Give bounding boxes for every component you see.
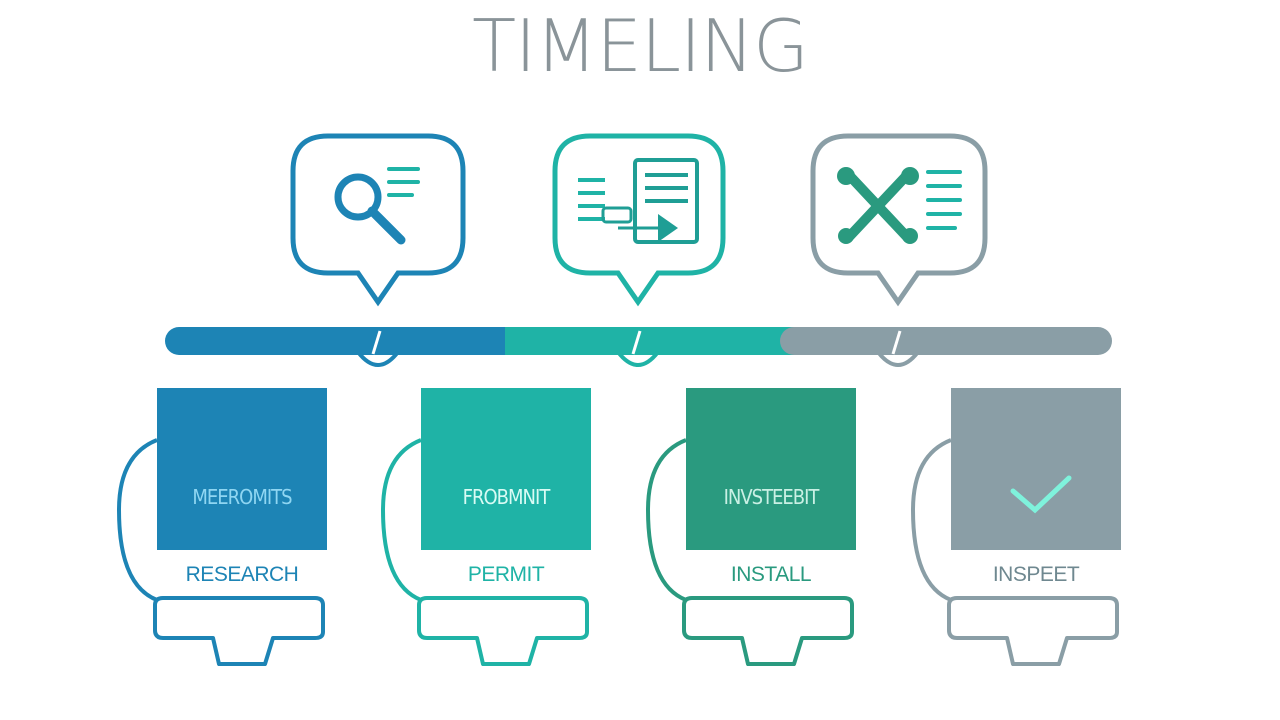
stage-label-install: INSTALL [730,563,812,586]
magnifier-doc-icon [334,167,420,245]
stage-outline-curve [645,438,687,602]
stage-card-text: INVSTEEBIT [723,485,820,509]
stage-card-inspect [910,388,1121,666]
timeline-segment-2 [505,327,795,355]
timeline-nodes [356,330,920,367]
stage-cards [116,388,1121,666]
bubble-permit [552,133,726,307]
stage-tab [947,596,1119,666]
stage-card-fill [951,388,1121,550]
stage-card-fill [157,388,327,550]
timeline-segment-1 [165,327,525,355]
stage-tab [417,596,589,666]
timeline-segment-3 [780,327,1112,355]
flowchart-doc-icon [578,158,699,244]
stage-outline-curve [116,438,158,602]
stage-card-fill [421,388,591,550]
bubble-research [290,133,466,307]
stage-label-permit: PERMIT [467,563,545,586]
stage-label-research: RESEARCH [185,563,299,586]
stage-card-fill [686,388,856,550]
stage-card-text: MEEROMITS [192,485,292,509]
stage-tab [153,596,325,666]
stage-card-install [645,388,856,666]
stage-tab [682,596,854,666]
stage-label-inspect: INSPEET [992,563,1080,586]
stage-outline-curve [380,438,422,602]
page-title: TIMELING [472,4,809,88]
stage-outline-curve [910,438,952,602]
stage-card-research [116,388,327,666]
tools-doc-icon [837,167,962,244]
checkmark-icon [1010,475,1072,514]
stage-card-text: FROBMNIT [462,485,551,509]
timeline-bar [165,327,1112,355]
stage-card-permit [380,388,591,666]
bubble-install [810,133,988,307]
